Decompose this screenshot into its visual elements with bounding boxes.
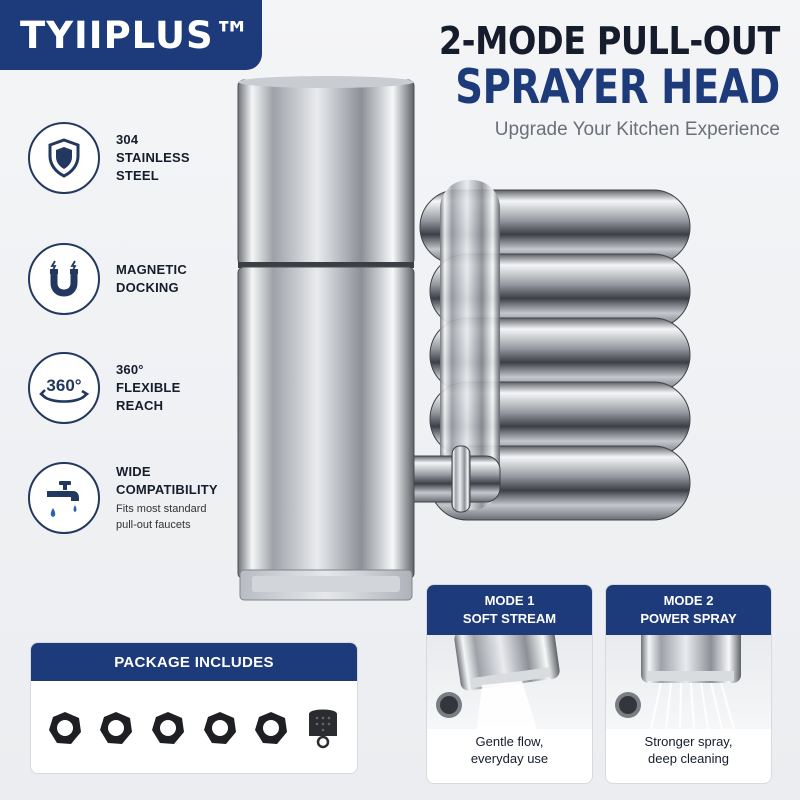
washer-ring-icon [100, 712, 133, 744]
washer-ring-icon [48, 712, 81, 744]
brand-name: TYIIPLUS™ [20, 13, 252, 57]
headline: 2-MODE PULL-OUT SPRAYER HEAD Upgrade You… [384, 19, 780, 141]
feature-stainless-steel: 304 STAINLESS STEEL [28, 122, 190, 194]
sprayer-body [237, 76, 415, 601]
coiled-hose [419, 180, 691, 521]
washer-ring-icon [203, 712, 236, 744]
soft-stream-image [427, 619, 592, 729]
feature-subtitle: Fits most standard pull-out faucets [116, 503, 207, 531]
mode-2-card: MODE 2 POWER SPRAY Stronger spray, deep … [605, 584, 772, 784]
sprayer-head-image [237, 76, 691, 601]
mode-name: POWER SPRAY [640, 611, 737, 626]
brand-logo: TYIIPLUS™ [0, 0, 262, 70]
mode-1-card: MODE 1 SOFT STREAM Gentle flow, everyday… [426, 584, 593, 784]
feature-title: 360° FLEXIBLE REACH [116, 362, 181, 413]
feature-title: WIDE COMPATIBILITY [116, 464, 218, 497]
rotate-360-icon: 360° [28, 352, 100, 424]
washer-ring-icon [152, 712, 185, 744]
feature-title: MAGNETIC DOCKING [116, 262, 187, 295]
filter-disc-icon [309, 709, 338, 749]
washer-ring-icon [255, 712, 288, 744]
magnet-icon [28, 243, 100, 315]
feature-wide-compatibility: WIDE COMPATIBILITY Fits most standard pu… [28, 462, 218, 534]
tagline: Upgrade Your Kitchen Experience [494, 118, 780, 140]
feature-title: 304 STAINLESS STEEL [116, 132, 190, 183]
svg-text:360°: 360° [46, 376, 81, 395]
mode-name: SOFT STREAM [462, 611, 557, 626]
faucet-icon [28, 462, 100, 534]
headline-line-1: 2-MODE PULL-OUT [438, 19, 780, 63]
mode-caption: Gentle flow, everyday use [470, 734, 549, 766]
mode-label: MODE 1 [484, 593, 535, 608]
headline-line-2: SPRAYER HEAD [455, 59, 780, 115]
feature-magnetic-docking: MAGNETIC DOCKING [28, 243, 187, 315]
package-title: PACKAGE INCLUDES [31, 643, 357, 681]
package-includes-panel: PACKAGE INCLUDES [30, 642, 358, 774]
power-spray-image [606, 625, 771, 730]
mode-caption: Stronger spray, deep cleaning [644, 734, 733, 766]
mode-label: MODE 2 [663, 593, 714, 608]
shield-icon [28, 122, 100, 194]
feature-flexible-reach: 360° 360° FLEXIBLE REACH [28, 352, 180, 424]
